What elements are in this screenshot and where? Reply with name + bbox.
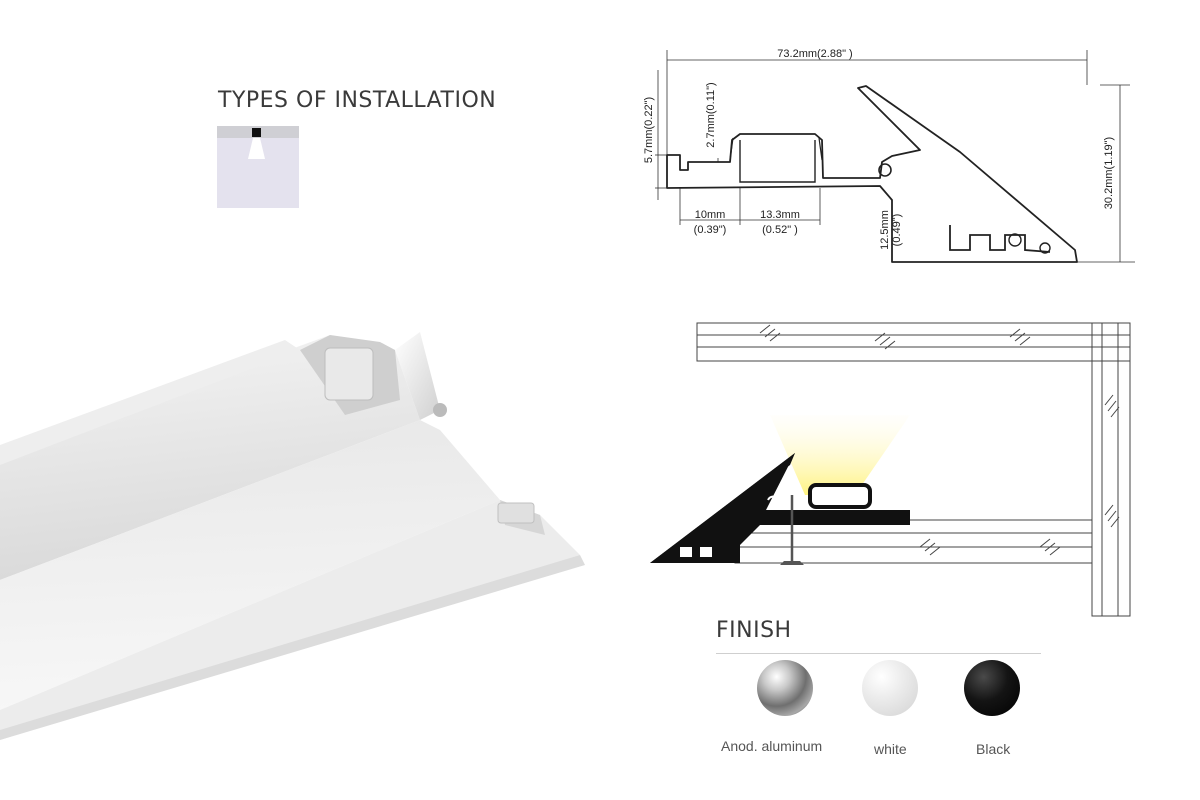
- installation-cross-section: [650, 322, 1131, 617]
- swatch-black: [964, 660, 1020, 716]
- dim-lower-in: (0.49"): [891, 214, 903, 247]
- dim-channel-mm: 13.3mm: [760, 209, 800, 221]
- installation-title: TYPES OF INSTALLATION: [218, 88, 497, 113]
- finish-divider: [716, 653, 1041, 654]
- profile-dimension-drawing: 73.2mm(2.88" ) 5.7mm(0.22") 2.7mm(0.11")…: [643, 48, 1135, 263]
- swatch-white: [862, 660, 918, 716]
- finish-label-black: Black: [976, 741, 1011, 757]
- dim-channel-in: (0.52" ): [762, 224, 798, 236]
- recessed-install-icon: [217, 126, 299, 208]
- dim-overall-height: 30.2mm(1.19"): [1103, 137, 1115, 209]
- finish-label-anodized-aluminum: Anod. aluminum: [721, 738, 823, 754]
- dim-overall-width: 73.2mm(2.88" ): [777, 48, 852, 60]
- dim-flange-in: (0.39"): [694, 224, 727, 236]
- dim-flange-mm: 10mm: [695, 209, 726, 221]
- dim-height-inner: 2.7mm(0.11"): [705, 82, 717, 147]
- swatch-anodized-aluminum: [757, 660, 813, 716]
- finish-title: FINISH: [716, 618, 792, 643]
- finish-label-white: white: [874, 741, 907, 757]
- dim-lower-mm: 12.5mm: [879, 210, 891, 250]
- dim-height-lip: 5.7mm(0.22"): [643, 97, 655, 163]
- profile-render-image: [0, 332, 585, 740]
